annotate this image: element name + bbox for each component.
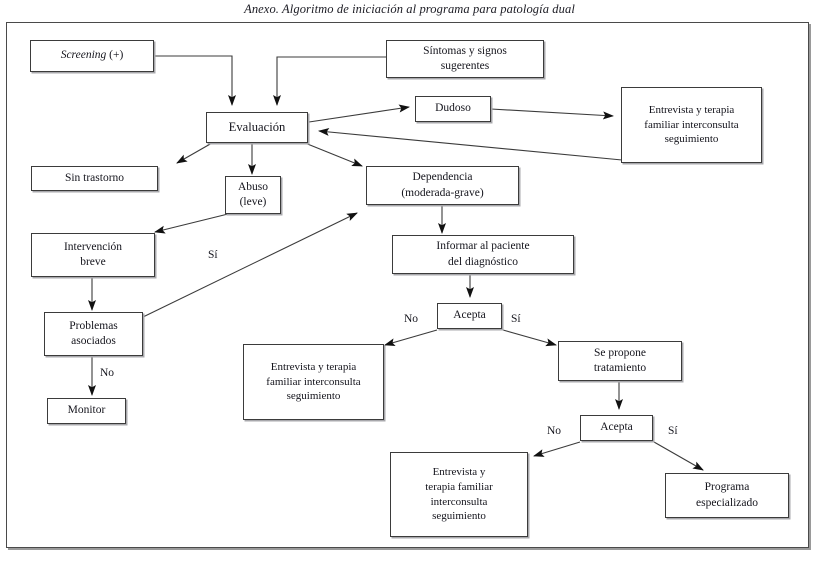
node-monitor[interactable]: Monitor bbox=[47, 398, 126, 424]
node-sintomas-line2: sugerentes bbox=[440, 60, 490, 72]
node-programa-line2: especializado bbox=[696, 496, 758, 509]
node-problemas-asociados[interactable]: Problemas asociados bbox=[44, 312, 143, 356]
node-informar-label: Informar al paciente del diagnóstico bbox=[396, 239, 570, 269]
node-screening-line2: (+) bbox=[106, 49, 124, 62]
node-acepta-tratamiento[interactable]: Acepta bbox=[580, 415, 653, 441]
node-se-propone-tratamiento[interactable]: Se propone tratamiento bbox=[558, 341, 682, 381]
node-evaluacion[interactable]: Evaluación bbox=[206, 112, 308, 143]
node-sin-trastorno[interactable]: Sin trastorno bbox=[31, 166, 158, 191]
edge-label-acepta1-no: No bbox=[404, 313, 419, 325]
node-entrevista2-line1: Entrevista y terapia bbox=[270, 361, 357, 374]
edge-dudoso-entrevista1 bbox=[490, 108, 614, 120]
node-acepta-diagnostico[interactable]: Acepta bbox=[437, 303, 502, 329]
node-entrevista3-line1: Entrevista y bbox=[432, 466, 486, 479]
node-abuso[interactable]: Abuso (leve) bbox=[225, 176, 281, 214]
edge-acepta2-entrevista3 bbox=[533, 441, 581, 457]
edge-label-problemas-no: No bbox=[100, 367, 115, 379]
node-problemas-label: Problemas asociados bbox=[48, 319, 139, 349]
node-problemas-line1: Problemas bbox=[69, 319, 118, 332]
node-dependencia-line2: (moderada-grave) bbox=[401, 186, 484, 199]
node-sepropone-line2: tratamiento bbox=[593, 362, 647, 374]
node-sepropone-line1: Se propone bbox=[593, 346, 647, 359]
node-entrevista3-line2: terapia familiar bbox=[425, 480, 493, 493]
edge-acepta1-entrevista2 bbox=[384, 329, 438, 347]
node-intervencion-breve[interactable]: Intervención breve bbox=[31, 233, 155, 277]
node-programa-label: Programa especializado bbox=[669, 480, 785, 510]
node-entrevista1-line2: familiar interconsulta bbox=[644, 118, 739, 131]
node-entrevista1-line1: Entrevista y terapia bbox=[648, 104, 735, 117]
node-entrevista3-label: Entrevista y terapia familiar interconsu… bbox=[394, 465, 524, 523]
node-sepropone-label: Se propone tratamiento bbox=[562, 346, 678, 376]
node-entrevista2-line2: familiar interconsulta bbox=[266, 375, 361, 388]
node-intervencion-label: Intervención breve bbox=[35, 240, 151, 270]
node-intervencion-line2: breve bbox=[80, 256, 106, 268]
node-informar-line2: del diagnóstico bbox=[448, 255, 518, 268]
node-programa-especializado[interactable]: Programa especializado bbox=[665, 473, 789, 518]
node-entrevista3-line4: seguimiento bbox=[432, 510, 486, 523]
node-entrevista1-line3: seguimiento bbox=[664, 133, 719, 146]
node-sin-trastorno-label: Sin trastorno bbox=[64, 171, 125, 184]
node-screening[interactable]: Screening (+) bbox=[30, 40, 154, 72]
node-informar-paciente[interactable]: Informar al paciente del diagnóstico bbox=[392, 235, 574, 274]
node-entrevista-dudoso-label: Entrevista y terapia familiar interconsu… bbox=[625, 103, 758, 147]
node-sintomas-line1: Síntomas y signos bbox=[423, 44, 507, 57]
node-dependencia[interactable]: Dependencia (moderada-grave) bbox=[366, 166, 519, 205]
node-evaluacion-label: Evaluación bbox=[228, 120, 286, 135]
node-dudoso[interactable]: Dudoso bbox=[415, 96, 491, 122]
node-dependencia-label: Dependencia (moderada-grave) bbox=[370, 170, 515, 200]
node-informar-line1: Informar al paciente bbox=[436, 240, 530, 253]
node-abuso-line2: (leve) bbox=[239, 196, 267, 208]
edge-problemas-dependencia bbox=[142, 212, 358, 318]
node-abuso-label: Abuso (leve) bbox=[229, 180, 277, 210]
edge-evaluacion-dudoso bbox=[308, 104, 410, 123]
node-acepta2-label: Acepta bbox=[600, 421, 633, 434]
edge-label-acepta2-si: Sí bbox=[668, 425, 678, 437]
node-entrevista3-line3: interconsulta bbox=[430, 495, 488, 508]
node-monitor-label: Monitor bbox=[67, 404, 106, 417]
node-programa-line1: Programa bbox=[704, 481, 750, 494]
node-screening-line1: Screening bbox=[60, 49, 107, 62]
edge-acepta2-programa bbox=[653, 441, 704, 471]
node-dudoso-label: Dudoso bbox=[435, 102, 471, 115]
edge-entrevista1-evaluacion bbox=[318, 127, 623, 161]
edge-label-acepta1-si: Sí bbox=[511, 313, 521, 325]
edge-abuso-intervencion bbox=[154, 213, 229, 234]
edge-label-acepta2-no: No bbox=[547, 425, 562, 437]
node-entrevista-acepta1-no[interactable]: Entrevista y terapia familiar interconsu… bbox=[243, 344, 384, 420]
edge-acepta1-sepropone bbox=[502, 329, 557, 347]
edge-sintomas-evaluacion bbox=[273, 56, 386, 106]
page-title: Anexo. Algoritmo de iniciación al progra… bbox=[244, 2, 575, 16]
edge-screening-evaluacion bbox=[154, 55, 236, 106]
edge-evaluacion-sintrastorno bbox=[176, 142, 213, 164]
node-entrevista-dudoso[interactable]: Entrevista y terapia familiar interconsu… bbox=[621, 87, 762, 163]
edge-label-problemas-si: Sí bbox=[208, 249, 218, 261]
node-acepta1-label: Acepta bbox=[453, 309, 486, 322]
node-entrevista-acepta2-no[interactable]: Entrevista y terapia familiar interconsu… bbox=[390, 452, 528, 537]
node-sintomas[interactable]: Síntomas y signos sugerentes bbox=[386, 40, 544, 78]
node-screening-label: Screening (+) bbox=[34, 48, 150, 63]
node-entrevista2-line3: seguimiento bbox=[286, 390, 341, 403]
node-entrevista2-label: Entrevista y terapia familiar interconsu… bbox=[247, 360, 380, 404]
node-problemas-line2: asociados bbox=[71, 335, 116, 347]
edge-evaluacion-dependencia bbox=[304, 142, 363, 167]
node-intervencion-line1: Intervención bbox=[63, 240, 123, 253]
node-sintomas-label: Síntomas y signos sugerentes bbox=[390, 44, 540, 74]
node-abuso-line1: Abuso bbox=[237, 180, 269, 193]
node-dependencia-line1: Dependencia bbox=[412, 171, 473, 184]
